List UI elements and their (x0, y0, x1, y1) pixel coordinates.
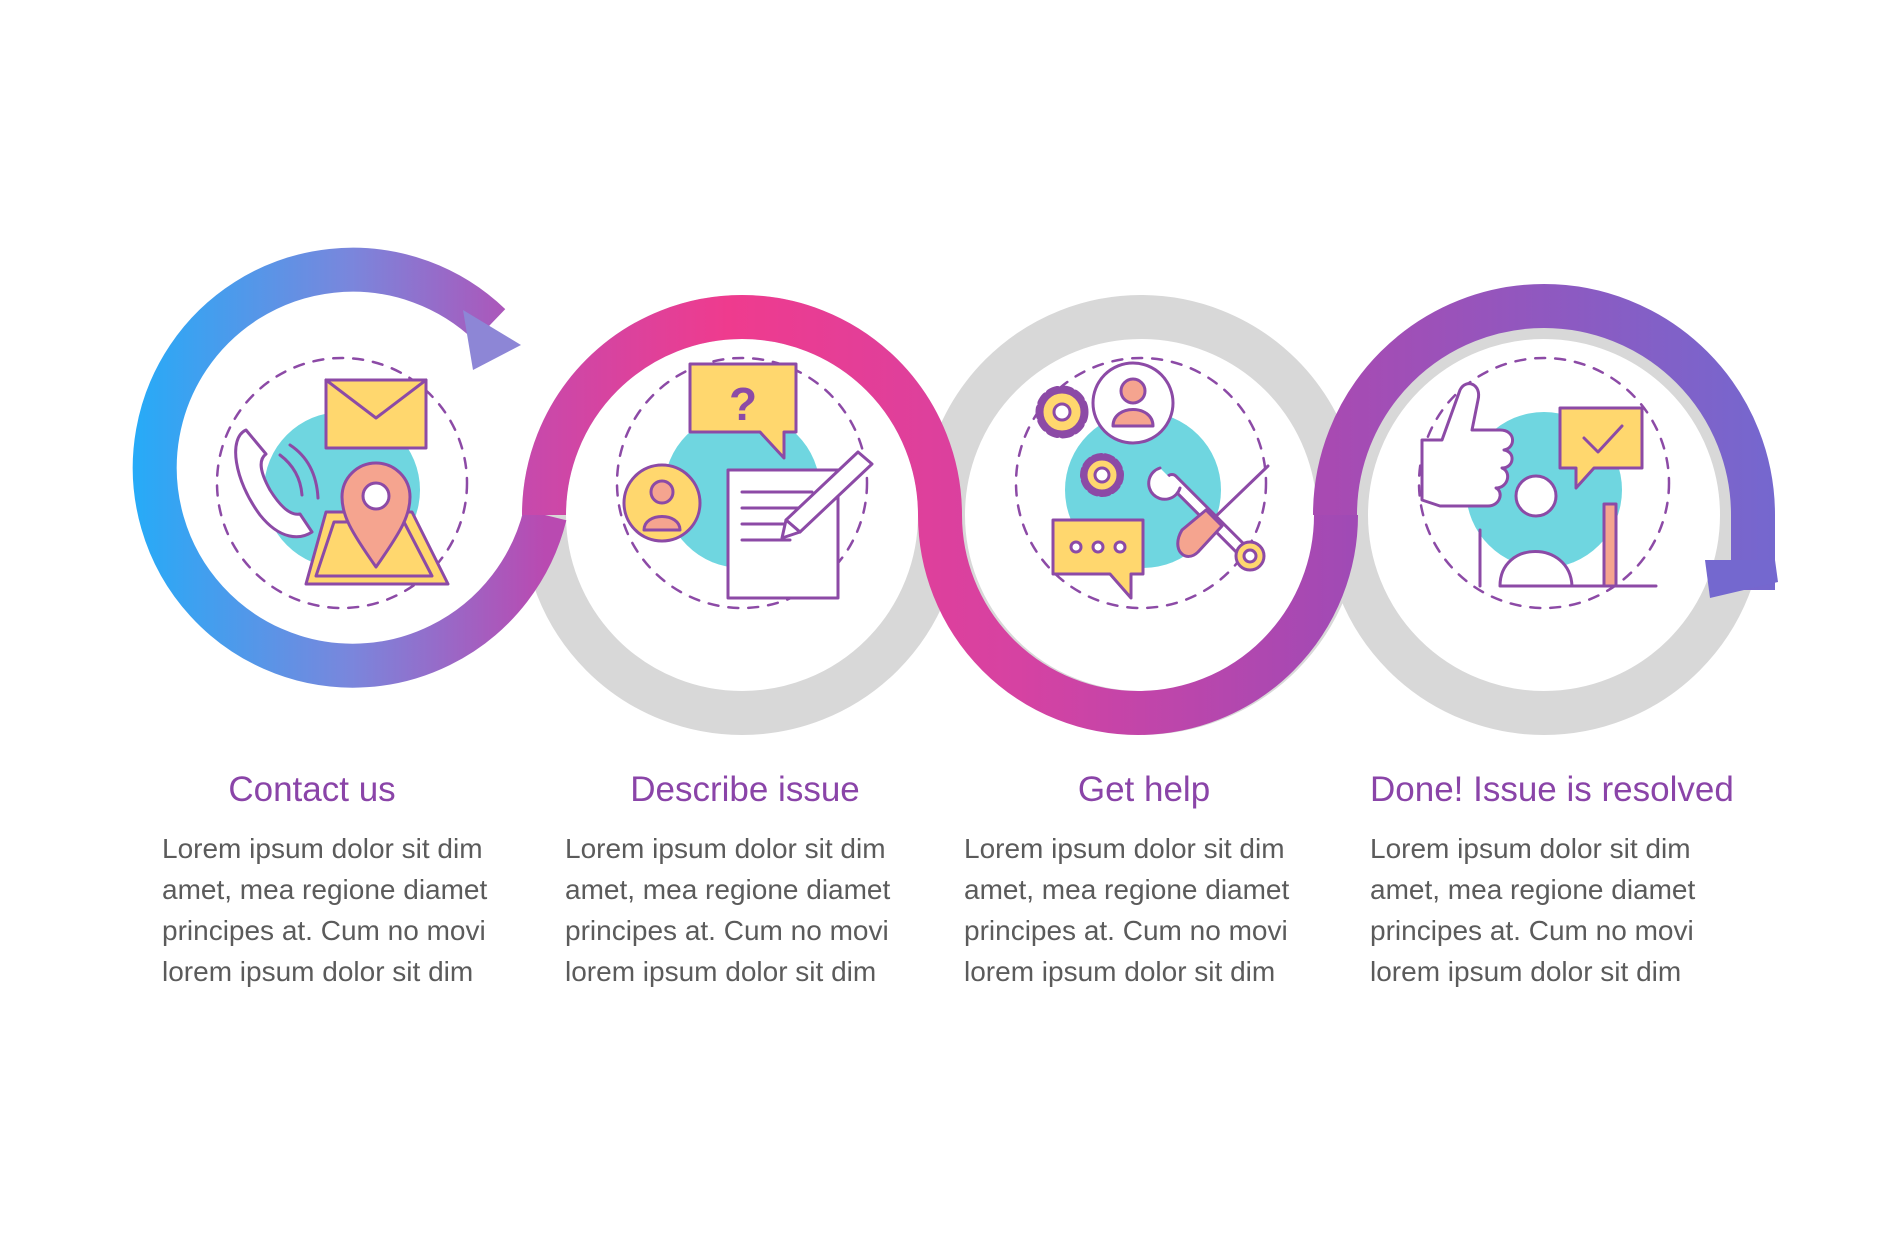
chat-bubble-icon (1051, 518, 1145, 600)
step-2-illustration: ? (615, 356, 874, 610)
step-4-text: Done! Issue is resolved Lorem ipsum dolo… (1370, 770, 1734, 992)
ribbon-arrow-start (463, 310, 521, 370)
step-1-title: Contact us (228, 770, 396, 809)
thumbs-up-icon (1420, 382, 1514, 508)
step-3-title: Get help (1077, 770, 1211, 809)
question-bubble-icon: ? (688, 362, 798, 460)
location-pin-icon (340, 461, 412, 569)
ribbon-step-4 (1313, 284, 1775, 590)
step-4-body: Lorem ipsum dolor sit dim amet, mea regi… (1370, 833, 1696, 987)
gear-icon (1035, 385, 1124, 497)
svg-text:?: ? (729, 378, 757, 430)
step-3-text: Get help Lorem ipsum dolor sit dim amet,… (964, 770, 1324, 992)
step-1-text: Contact us Lorem ipsum dolor sit dim ame… (162, 770, 522, 992)
pencil-icon (780, 450, 874, 540)
ribbon-step-1 (132, 247, 567, 688)
step-4-illustration (1417, 356, 1671, 610)
user-avatar-icon (1091, 361, 1175, 445)
person-at-laptop-icon (1478, 474, 1658, 588)
step-3-illustration (1014, 356, 1270, 610)
phone-icon (234, 428, 320, 539)
screwdriver-icon (1176, 464, 1270, 558)
step-1-illustration (215, 356, 469, 610)
step-4-title: Done! Issue is resolved (1370, 770, 1734, 809)
envelope-icon (324, 378, 428, 450)
step-2-text: Describe issue Lorem ipsum dolor sit dim… (565, 770, 925, 992)
ribbon-wave (522, 295, 1358, 735)
user-avatar-icon (622, 463, 702, 543)
step-2-title: Describe issue (630, 770, 860, 809)
step-3-body: Lorem ipsum dolor sit dim amet, mea regi… (964, 833, 1290, 987)
ribbon-arrow-end (1705, 560, 1778, 598)
check-bubble-icon (1558, 406, 1644, 490)
step-2-body: Lorem ipsum dolor sit dim amet, mea regi… (565, 833, 891, 987)
step-1-body: Lorem ipsum dolor sit dim amet, mea regi… (162, 833, 488, 987)
